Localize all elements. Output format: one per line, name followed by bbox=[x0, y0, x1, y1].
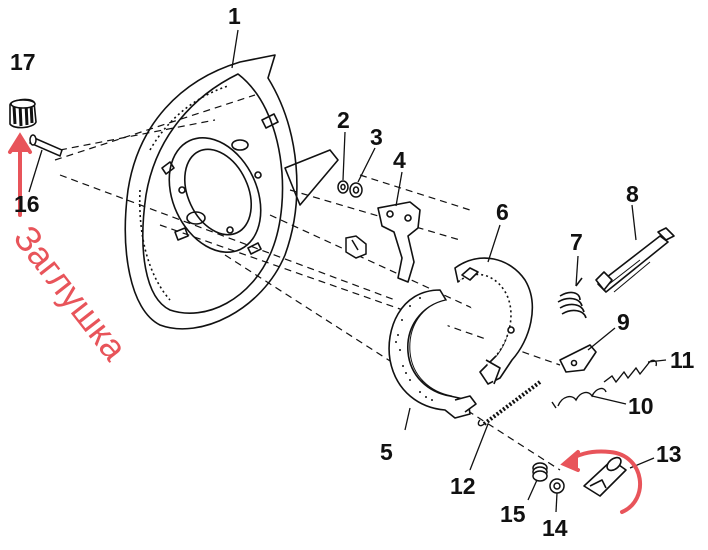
leader-lines bbox=[28, 29, 667, 513]
plug-grommet bbox=[9, 98, 37, 129]
callout-17: 17 bbox=[10, 49, 36, 75]
callout-9: 9 bbox=[617, 309, 630, 335]
callout-5: 5 bbox=[380, 439, 393, 465]
callout-labels: 1 2 3 4 5 6 7 8 9 10 11 12 13 14 15 16 1… bbox=[10, 3, 695, 541]
adjuster-strut bbox=[595, 227, 675, 293]
parking-lever bbox=[377, 201, 421, 283]
callout-10: 10 bbox=[628, 393, 654, 419]
callout-2: 2 bbox=[337, 107, 350, 133]
callout-15: 15 bbox=[500, 501, 526, 527]
callout-11: 11 bbox=[670, 347, 695, 373]
return-spring-11 bbox=[603, 359, 658, 384]
adjuster-assembly bbox=[583, 456, 627, 497]
adjuster-lever bbox=[559, 344, 597, 373]
brake-shoe-upper bbox=[454, 257, 534, 385]
bolt bbox=[345, 235, 367, 259]
spring-15 bbox=[532, 462, 548, 482]
callout-1: 1 bbox=[228, 3, 241, 29]
callout-4: 4 bbox=[393, 147, 406, 173]
annotation-arrow-up bbox=[8, 132, 32, 217]
annotation-arrow-rotate bbox=[560, 449, 643, 514]
washer-3 bbox=[349, 182, 363, 198]
cup-14 bbox=[549, 478, 565, 494]
return-spring-10 bbox=[551, 387, 607, 409]
pin bbox=[29, 134, 63, 158]
callout-13: 13 bbox=[656, 441, 682, 467]
callout-14: 14 bbox=[542, 515, 568, 541]
spring-12 bbox=[477, 380, 542, 427]
brake-shoe-lower bbox=[388, 289, 477, 419]
callout-7: 7 bbox=[570, 229, 583, 255]
annotation-plug-label: Заглушка bbox=[6, 218, 137, 369]
washer-2 bbox=[337, 180, 349, 194]
spring-7 bbox=[557, 277, 587, 319]
brake-lining-dots bbox=[395, 297, 433, 401]
callout-8: 8 bbox=[626, 181, 639, 207]
callout-6: 6 bbox=[496, 199, 509, 225]
callout-3: 3 bbox=[370, 124, 383, 150]
callout-12: 12 bbox=[450, 473, 476, 499]
callout-16: 16 bbox=[14, 191, 40, 217]
backing-plate bbox=[124, 54, 339, 330]
